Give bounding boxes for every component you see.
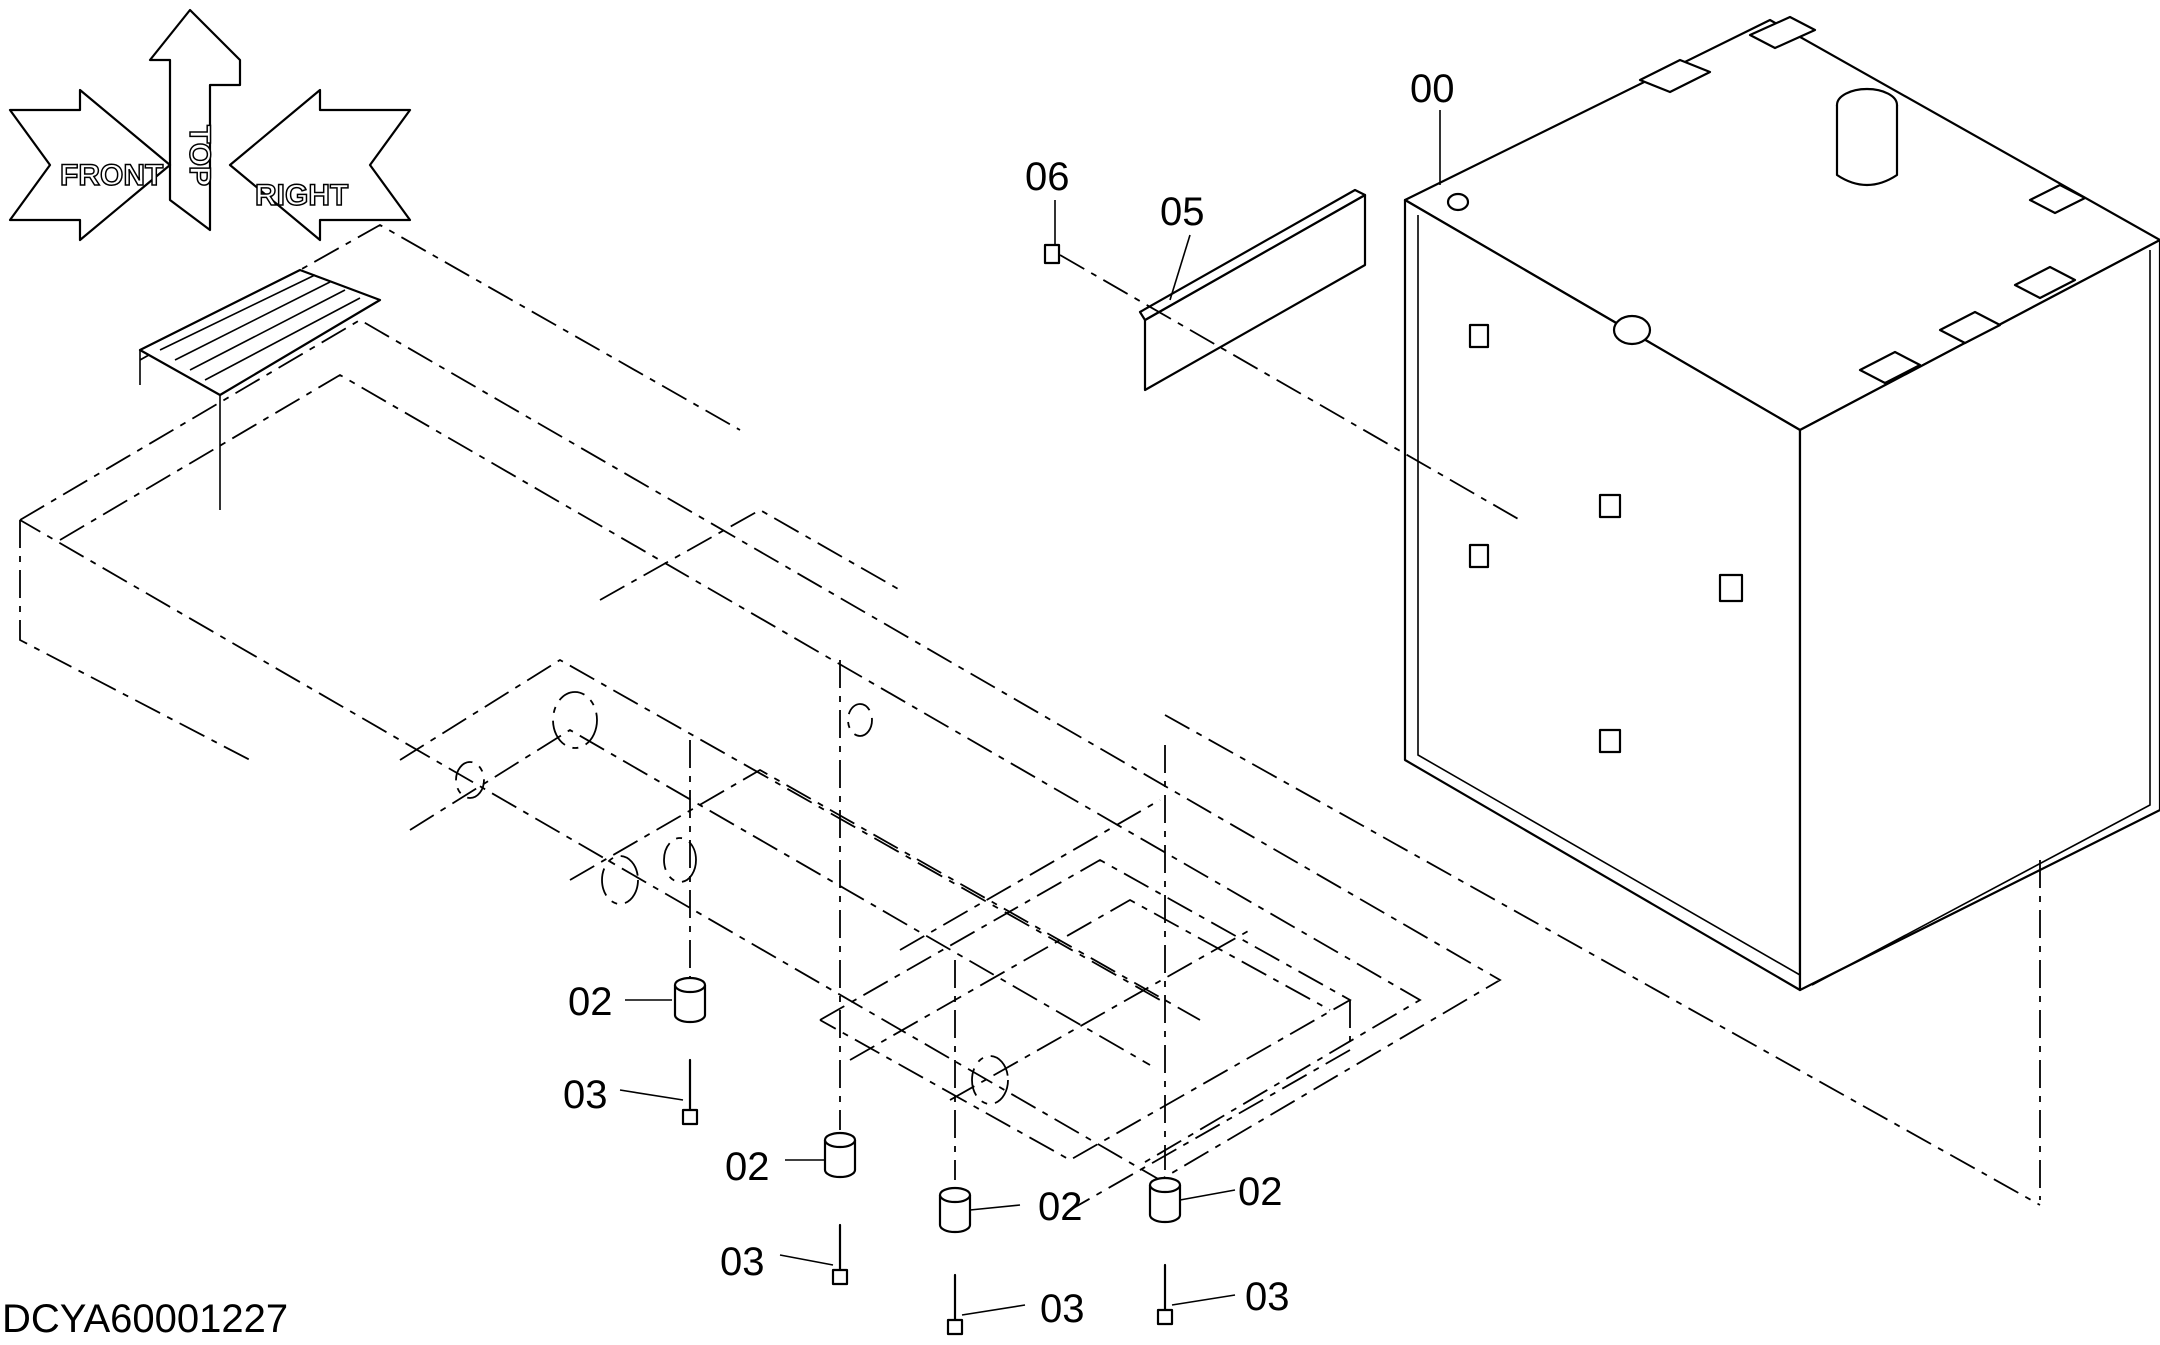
top-arrow-icon [148, 8, 242, 232]
label-bracket: 05 [1160, 190, 1205, 234]
label-bolt-3: 03 [1040, 1287, 1085, 1331]
label-spacer-2: 02 [725, 1145, 770, 1189]
spacers-and-bolts [673, 660, 2041, 1336]
label-bolt-2: 03 [720, 1240, 765, 1284]
top-label: TOP [183, 125, 216, 186]
label-spacer-1: 02 [568, 980, 613, 1024]
label-tank: 00 [1410, 67, 1455, 111]
label-bolt-1: 03 [563, 1073, 608, 1117]
leader-lines [619, 110, 1441, 1316]
right-label: RIGHT [255, 179, 348, 212]
hydraulic-tank [1403, 15, 2160, 992]
front-label: FRONT [60, 159, 163, 192]
screw-icon [1043, 243, 1061, 265]
orientation-indicator: FRONT RIGHT TOP [8, 8, 412, 242]
front-arrow-icon [8, 88, 172, 242]
step-grating [138, 268, 382, 510]
bracket-and-screw [1043, 188, 1521, 521]
label-bolt-4: 03 [1245, 1275, 1290, 1319]
label-screw: 06 [1025, 155, 1070, 199]
frame-assembly [19, 223, 1502, 1211]
label-spacer-4: 02 [1238, 1170, 1283, 1214]
part-labels: 00 06 05 02 03 02 03 02 03 02 03 [563, 67, 1455, 1331]
drawing-code: DCYA60001227 [2, 1297, 288, 1341]
label-spacer-3: 02 [1038, 1185, 1083, 1229]
right-arrow-icon [228, 88, 412, 242]
